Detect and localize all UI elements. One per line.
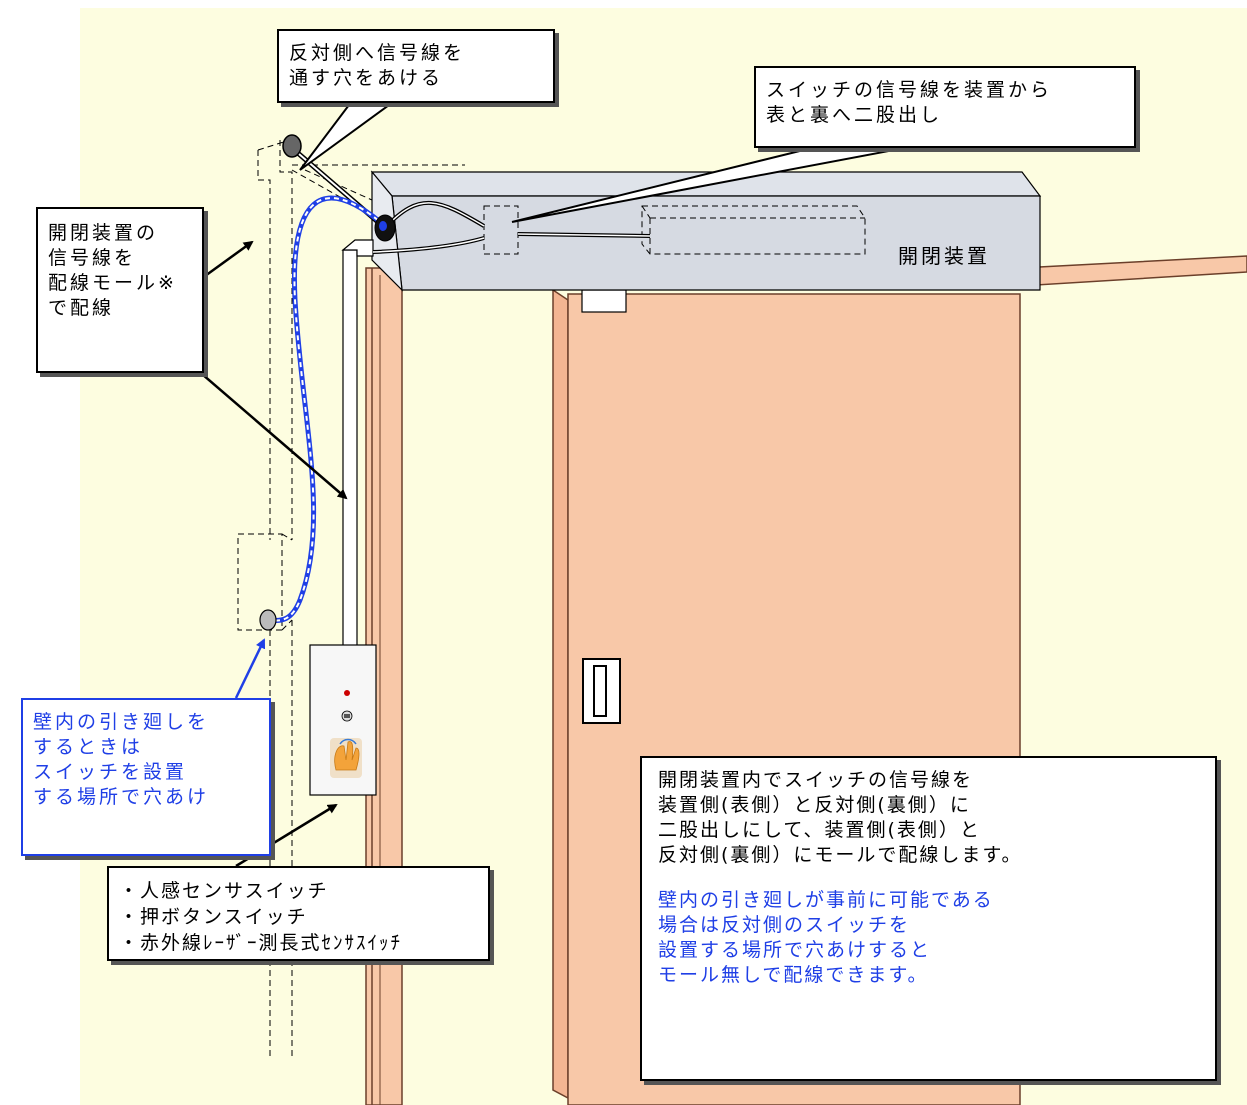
- callout-explanation: 開閉装置内でスイッチの信号線を 装置側(表側）と反対側(裏側）に 二股出しにして…: [640, 756, 1217, 1081]
- callout-branch: スイッチの信号線を装置から 表と裏へ二股出し: [754, 66, 1136, 148]
- explanation-line: 開閉装置内でスイッチの信号線を: [658, 769, 974, 791]
- device-label: 開閉装置: [898, 244, 990, 268]
- door-handle: [582, 658, 621, 724]
- wall-hole-switch: [259, 609, 277, 631]
- explanation-line: 装置側(表側）と反対側(裏側）に: [658, 794, 971, 816]
- explanation-line-blue: モール無しで配線できます。: [658, 964, 929, 986]
- callout-line: スイッチを設置: [33, 761, 188, 783]
- callout-line: 反対側へ信号線を: [289, 42, 466, 64]
- callout-switch-types: ・人感センサスイッチ ・押ボタンスイッチ ・赤外線ﾚｰｻﾞｰ測長式ｾﾝｻｽｲｯﾁ: [107, 866, 490, 961]
- explanation-line-blue: 場合は反対側のスイッチを: [658, 914, 911, 936]
- callout-line: ・人感センサスイッチ: [119, 880, 329, 902]
- callout-line: ・赤外線ﾚｰｻﾞｰ測長式ｾﾝｻｽｲｯﾁ: [119, 932, 403, 954]
- wall-hole-top: [282, 134, 302, 158]
- callout-line: する場所で穴あけ: [33, 786, 210, 808]
- explanation-line: 反対側(裏側）にモールで配線します。: [658, 844, 1023, 866]
- callout-hole-opposite: 反対側へ信号線を 通す穴をあける: [277, 29, 555, 103]
- device-hole: [374, 214, 396, 242]
- callout-line: 信号線を: [48, 247, 137, 269]
- callout-line: するときは: [33, 736, 144, 758]
- callout-line: スイッチの信号線を装置から: [766, 79, 1053, 101]
- sensor-switch-unit: [309, 644, 377, 796]
- callout-line: 開閉装置の: [48, 222, 159, 244]
- callout-line: ・押ボタンスイッチ: [119, 906, 308, 928]
- explanation-line-blue: 設置する場所で穴あけすると: [658, 939, 932, 961]
- callout-line: 配線モール※: [48, 272, 177, 294]
- callout-device-wiring: 開閉装置の 信号線を 配線モール※ で配線: [36, 207, 204, 373]
- callout-line: で配線: [48, 297, 115, 319]
- hand-icon: [330, 738, 362, 778]
- callout-wall-routing: 壁内の引き廻しを するときは スイッチを設置 する場所で穴あけ: [21, 698, 271, 856]
- callout-line: 壁内の引き廻しを: [33, 711, 210, 733]
- explanation-line: 二股出しにして、装置側(表側）と: [658, 819, 981, 841]
- blue-leader-line: [234, 638, 266, 699]
- explanation-line-blue: 壁内の引き廻しが事前に可能である: [658, 889, 994, 911]
- callout-line: 通す穴をあける: [289, 67, 444, 89]
- in-wall-blue-wire: [267, 195, 387, 624]
- door-sensor-block: [581, 289, 627, 313]
- callout-line: 表と裏へ二股出し: [766, 104, 943, 126]
